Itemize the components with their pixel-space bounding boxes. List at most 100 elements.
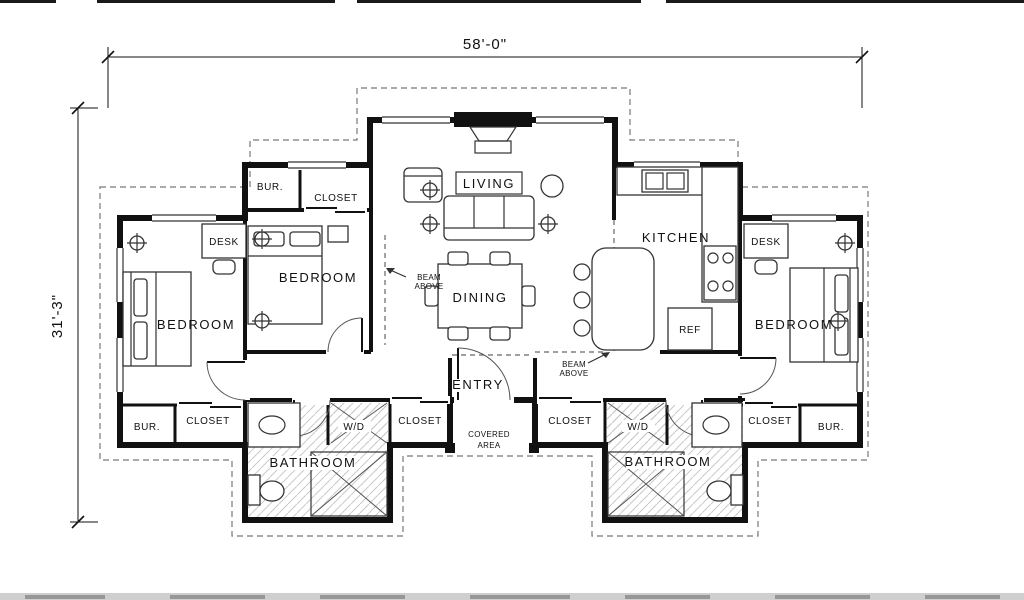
toilet xyxy=(259,480,285,502)
window xyxy=(152,213,216,223)
desk-chair xyxy=(212,259,236,275)
kitchen-sink xyxy=(641,169,689,193)
desk-left-label: DESK xyxy=(209,237,239,248)
roof-overhang-outline xyxy=(99,87,869,537)
toilet xyxy=(706,480,732,502)
pillow xyxy=(133,321,148,360)
porch-posts xyxy=(445,443,539,453)
shower xyxy=(607,451,685,517)
desk xyxy=(201,223,247,259)
bedroom-right-label: BEDROOM xyxy=(755,317,833,332)
fixture-icon xyxy=(538,214,558,234)
pillow xyxy=(133,278,148,317)
bathroom-left-label: BATHROOM xyxy=(270,455,357,470)
fixture-icon xyxy=(828,311,848,331)
labels: LIVING DINING KITCHEN ENTRY BEDROOM BEDR… xyxy=(134,171,844,470)
closet-entry-left-label: CLOSET xyxy=(398,416,442,427)
vanity xyxy=(691,402,743,448)
bedroom-left-label: BEDROOM xyxy=(157,317,235,332)
beam-above-right-note: BEAM xyxy=(562,360,586,369)
kitchen-furniture xyxy=(573,166,739,351)
bedroom-middle-door xyxy=(326,317,364,357)
bur-bottom-left-label: BUR. xyxy=(134,422,160,433)
toilet-tank xyxy=(730,474,744,506)
dining-furniture xyxy=(424,251,536,341)
dining-label: DINING xyxy=(452,290,507,305)
shower xyxy=(310,451,388,517)
toilet-tank xyxy=(247,474,261,506)
fireplace xyxy=(454,112,532,154)
entry-label: ENTRY xyxy=(452,377,504,392)
sink xyxy=(258,415,286,435)
dimension-width: 58'-0" xyxy=(101,36,869,108)
closet-top-label: CLOSET xyxy=(314,193,358,204)
page-edge-artifact-bottom xyxy=(0,593,1024,600)
beam-above-left-note: ABOVE xyxy=(414,282,443,291)
fixture-icon xyxy=(420,214,440,234)
closet-bottom-right-label: CLOSET xyxy=(748,416,792,427)
closet-slider xyxy=(390,396,450,404)
fixture-icon xyxy=(252,311,272,331)
bur-bottom-right-label: BUR. xyxy=(818,422,844,433)
bedroom-left-door xyxy=(206,360,250,401)
ref-label: REF xyxy=(679,325,701,336)
closet-slider xyxy=(304,206,367,214)
stool xyxy=(573,319,591,337)
beam-above-right-note: ABOVE xyxy=(559,369,588,378)
ceiling-fixture-icons xyxy=(127,180,855,331)
bathroom-left-fixtures xyxy=(247,402,388,517)
dimension-tick xyxy=(101,50,115,64)
bur-top-label: BUR. xyxy=(257,182,283,193)
armchair xyxy=(403,167,443,203)
dimension-tick xyxy=(855,50,869,64)
closet-entry-right-label: CLOSET xyxy=(548,416,592,427)
closet-slider xyxy=(177,401,243,409)
fixture-icon xyxy=(835,233,855,253)
pillow xyxy=(289,231,321,247)
dimension-height-label: 31'-3" xyxy=(49,294,66,338)
window xyxy=(382,115,450,125)
dimension-tick xyxy=(71,101,85,115)
closet-slider xyxy=(537,396,603,404)
closet-bottom-left-label: CLOSET xyxy=(186,416,230,427)
dining-chair xyxy=(489,251,511,266)
dining-chair xyxy=(447,326,469,341)
kitchen-island xyxy=(591,247,655,351)
bathroom-right-label: BATHROOM xyxy=(625,454,712,469)
sofa xyxy=(443,195,535,241)
dimension-height: 31'-3" xyxy=(49,101,98,529)
desk-right-label: DESK xyxy=(751,237,781,248)
window xyxy=(536,115,604,125)
sink xyxy=(702,415,730,435)
exterior-walls xyxy=(117,117,863,523)
vanity xyxy=(247,402,301,448)
bedroom-left-furniture xyxy=(122,223,247,367)
fixture-icon xyxy=(420,180,440,200)
stool xyxy=(573,263,591,281)
closet-sliding-doors xyxy=(177,206,798,409)
bedroom-middle-furniture xyxy=(247,225,349,325)
side-table xyxy=(540,174,564,198)
bedroom-middle-label: BEDROOM xyxy=(279,270,357,285)
desk-chair xyxy=(754,259,778,275)
covered-area-note: COVERED xyxy=(468,430,510,439)
refrigerator xyxy=(667,307,713,351)
nightstand xyxy=(327,225,349,243)
pillow xyxy=(834,274,849,313)
page-edge-artifact-top xyxy=(0,0,1024,3)
dining-chair xyxy=(489,326,511,341)
beam-note-arrows xyxy=(386,268,610,364)
dining-chair xyxy=(424,285,439,307)
covered-area-note: AREA xyxy=(478,441,501,450)
dining-chair xyxy=(447,251,469,266)
desk xyxy=(743,223,789,259)
living-label-box xyxy=(455,171,523,195)
wd-left-label: W/D xyxy=(343,422,364,433)
beam-above-left-note: BEAM xyxy=(417,273,441,282)
closet-slider xyxy=(743,401,798,409)
wd-right-label: W/D xyxy=(627,422,648,433)
kitchen-label: KITCHEN xyxy=(642,230,710,245)
fixture-icon xyxy=(127,233,147,253)
